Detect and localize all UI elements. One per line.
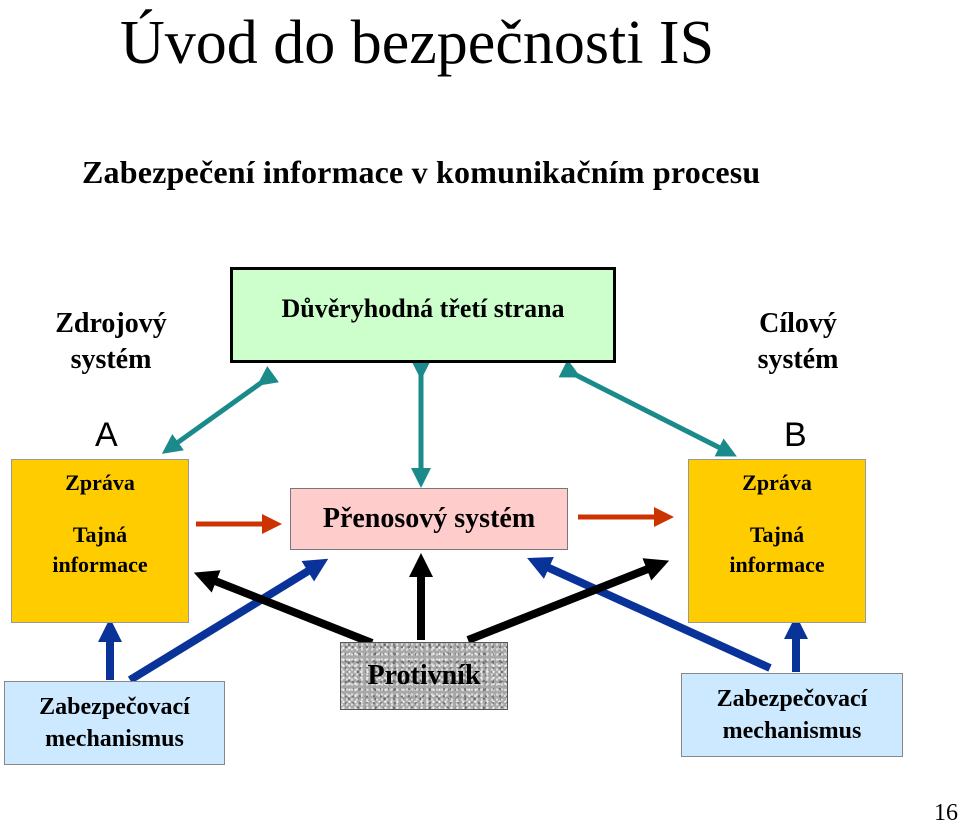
- security-mechanism-right-line1: Zabezpečovací: [716, 686, 868, 712]
- message-b-line3: informace: [729, 552, 825, 577]
- message-b-line2: Tajná: [749, 522, 805, 547]
- transfer-system-box: Přenosový systém: [290, 488, 568, 550]
- message-a-title: Zpráva: [65, 470, 135, 495]
- security-mechanism-left-line2: mechanismus: [45, 726, 184, 752]
- arrow-adversary-to-a: [193, 570, 374, 647]
- message-box-b: Zpráva Tajná informace: [688, 459, 866, 623]
- letter-b: B: [784, 416, 807, 454]
- teal-arrows: [161, 359, 737, 488]
- message-a-line2: Tajná: [72, 522, 128, 547]
- transfer-system-label: Přenosový systém: [322, 503, 536, 534]
- arrow-trusted-to-a: [161, 366, 279, 454]
- arrow-mech-right-to-transfer: [527, 557, 772, 672]
- blue-arrows: [98, 557, 808, 684]
- slide-subtitle: Zabezpečení informace v komunikačním pro…: [82, 154, 761, 190]
- arrow-mech-left-to-transfer: [127, 558, 329, 684]
- adversary-label: Protivník: [367, 660, 481, 691]
- target-label-line1: Cílový: [759, 308, 837, 339]
- source-system-label: Zdrojový systém: [46, 306, 176, 378]
- red-arrows: [196, 507, 674, 534]
- target-label-line2: systém: [757, 344, 839, 375]
- security-mechanism-left-line1: Zabezpečovací: [39, 694, 190, 720]
- target-system-label: Cílový systém: [738, 306, 858, 378]
- security-mechanism-right-box: Zabezpečovací mechanismus: [681, 673, 903, 757]
- message-b-title: Zpráva: [742, 470, 812, 495]
- trusted-third-party-box: Důvěryhodná třetí strana: [230, 267, 616, 363]
- slide-title: Úvod do bezpečnosti IS: [120, 9, 715, 77]
- page-number: 16: [934, 800, 958, 826]
- source-label-line1: Zdrojový: [55, 308, 167, 339]
- arrow-trusted-to-b: [558, 359, 737, 457]
- trusted-third-party-label: Důvěryhodná třetí strana: [281, 294, 565, 323]
- letter-a: A: [95, 416, 118, 454]
- black-arrows: [193, 553, 670, 647]
- source-label-line2: systém: [70, 344, 152, 375]
- security-mechanism-left-box: Zabezpečovací mechanismus: [4, 681, 225, 765]
- message-a-line3: informace: [52, 552, 148, 577]
- message-box-a: Zpráva Tajná informace: [11, 459, 189, 623]
- arrow-adversary-to-b: [466, 558, 670, 644]
- security-mechanism-right-line2: mechanismus: [722, 718, 862, 744]
- adversary-box: Protivník: [340, 642, 508, 710]
